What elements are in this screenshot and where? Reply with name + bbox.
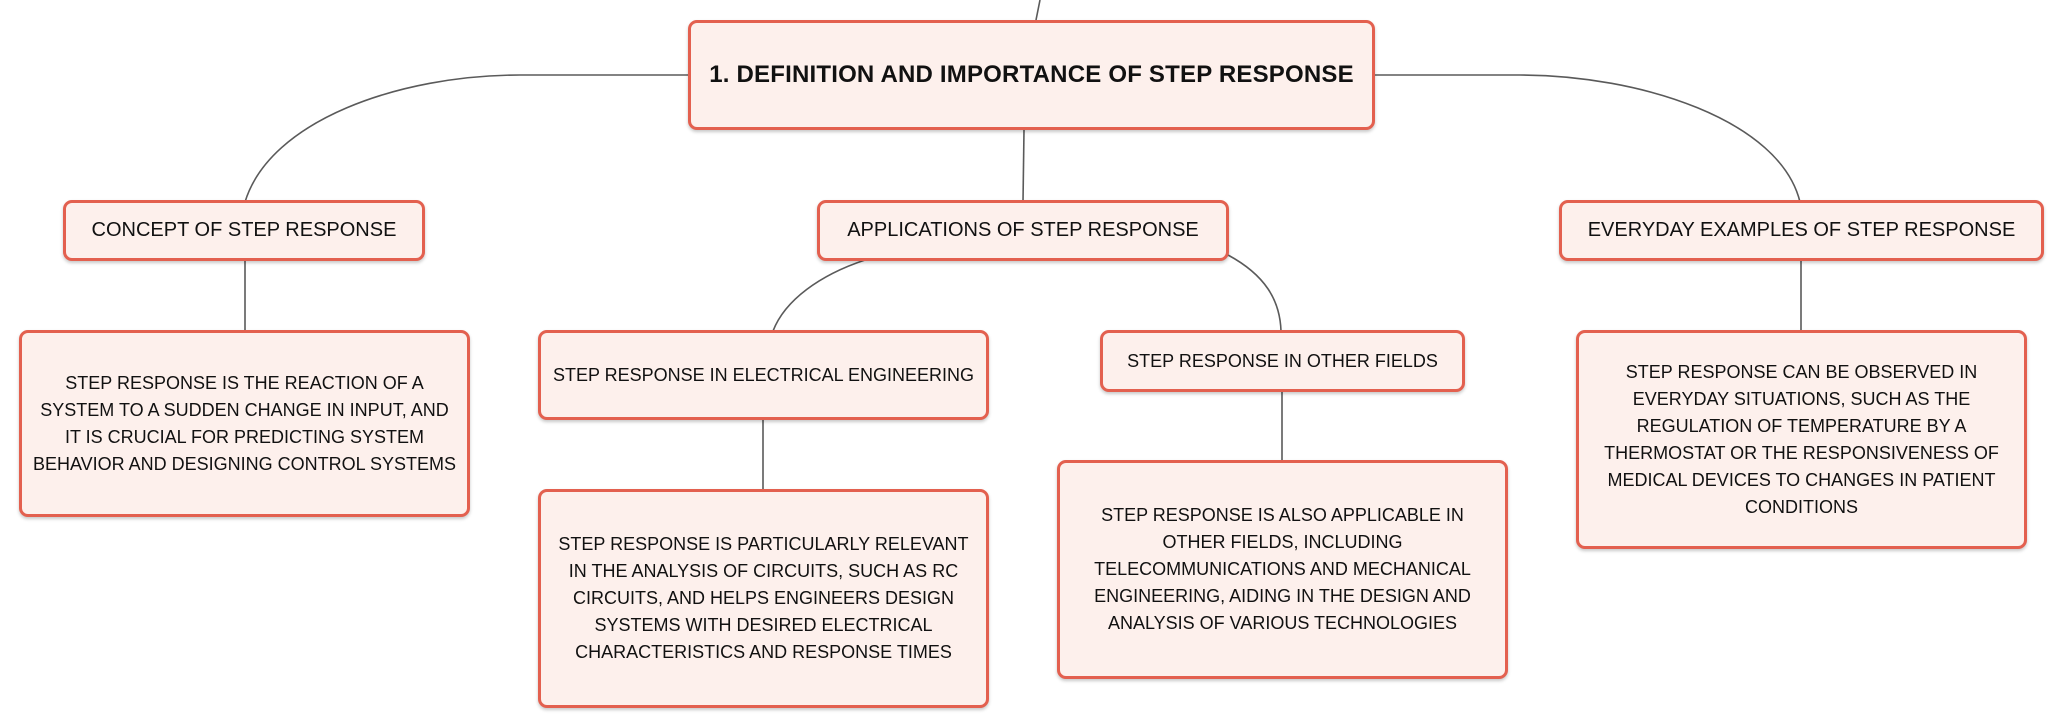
topic-applications[interactable]: APPLICATIONS OF STEP RESPONSE (817, 200, 1229, 261)
connector-applications-to-other (1227, 254, 1282, 332)
topic-other-fields-label: STEP RESPONSE IN OTHER FIELDS (1127, 350, 1438, 371)
detail-concept-text: STEP RESPONSE IS THE REACTION OF A SYSTE… (32, 372, 457, 474)
connector-root-to-concept (244, 74, 688, 203)
detail-other-fields-text: STEP RESPONSE IS ALSO APPLICABLE IN OTHE… (1094, 505, 1471, 633)
connector-root-to-applications (1022, 129, 1025, 203)
detail-everyday[interactable]: STEP RESPONSE CAN BE OBSERVED IN EVERYDA… (1576, 330, 2027, 549)
topic-other-fields[interactable]: STEP RESPONSE IN OTHER FIELDS (1100, 330, 1465, 392)
detail-everyday-text: STEP RESPONSE CAN BE OBSERVED IN EVERYDA… (1604, 361, 1999, 517)
detail-other-fields[interactable]: STEP RESPONSE IS ALSO APPLICABLE IN OTHE… (1057, 460, 1508, 679)
topic-concept-label: CONCEPT OF STEP RESPONSE (91, 219, 397, 241)
detail-electrical-text: STEP RESPONSE IS PARTICULARLY RELEVANT I… (558, 534, 969, 662)
connector-parent-to-root (1035, 0, 1041, 21)
topic-everyday-label: EVERYDAY EXAMPLES OF STEP RESPONSE (1587, 219, 2016, 241)
topic-concept[interactable]: CONCEPT OF STEP RESPONSE (63, 200, 425, 261)
topic-electrical-label: STEP RESPONSE IN ELECTRICAL ENGINEERING (552, 364, 975, 385)
detail-electrical[interactable]: STEP RESPONSE IS PARTICULARLY RELEVANT I… (538, 489, 989, 708)
root-topic[interactable]: 1. DEFINITION AND IMPORTANCE OF STEP RES… (688, 20, 1375, 130)
root-topic-label: 1. DEFINITION AND IMPORTANCE OF STEP RES… (709, 61, 1354, 88)
connector-applications-to-electrical (772, 259, 866, 332)
connector-root-to-everyday (1375, 74, 1801, 203)
topic-applications-label: APPLICATIONS OF STEP RESPONSE (847, 219, 1199, 241)
topic-everyday[interactable]: EVERYDAY EXAMPLES OF STEP RESPONSE (1559, 200, 2044, 261)
detail-concept[interactable]: STEP RESPONSE IS THE REACTION OF A SYSTE… (19, 330, 470, 517)
topic-electrical[interactable]: STEP RESPONSE IN ELECTRICAL ENGINEERING (538, 330, 989, 420)
